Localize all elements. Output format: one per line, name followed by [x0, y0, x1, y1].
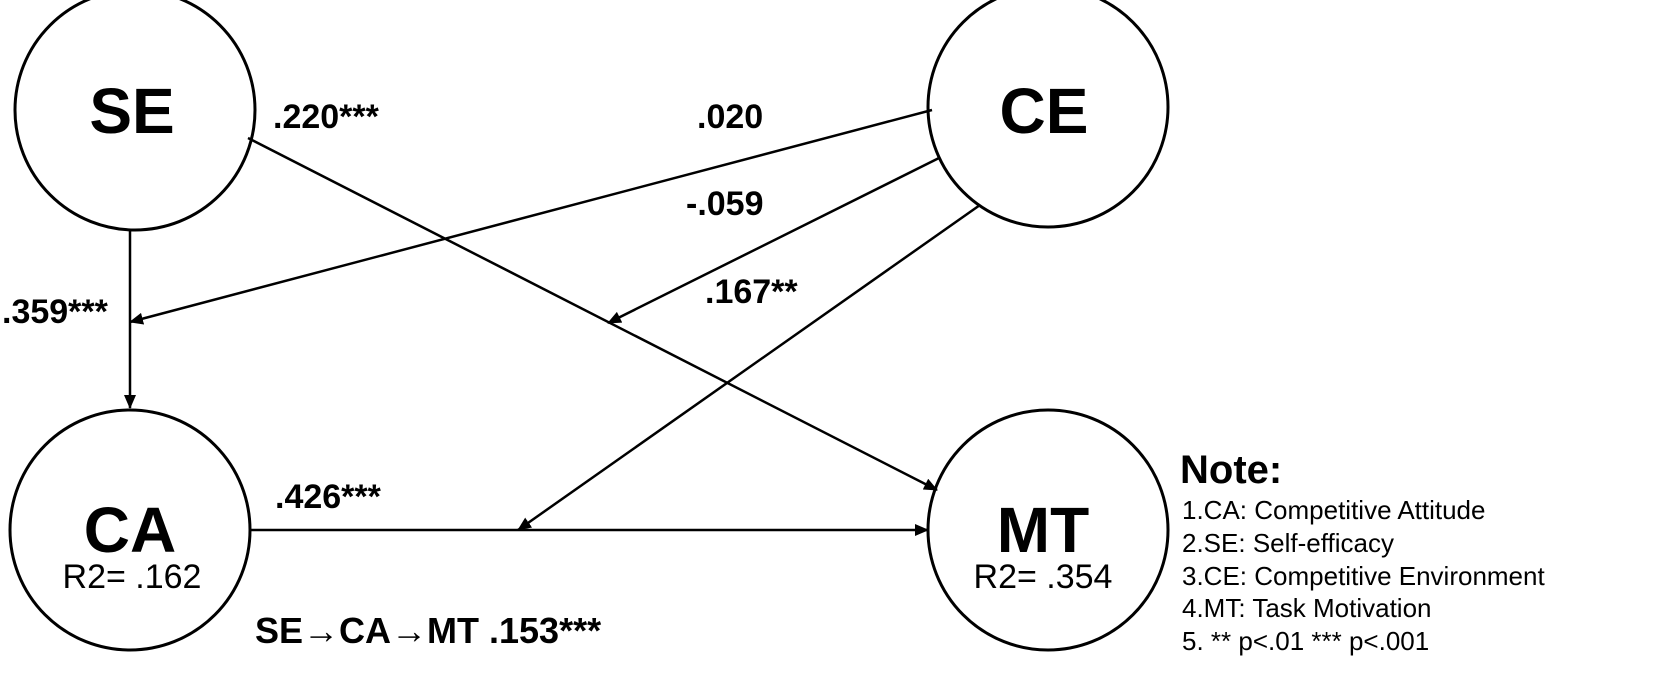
node-ce-circle: [926, 0, 1170, 229]
note-item-mt: 4.MT: Task Motivation: [1182, 593, 1432, 623]
node-se-label: SE: [89, 75, 174, 147]
coef-ce-se-mt: -.059: [686, 185, 764, 223]
node-ca-r2: R2= .162: [63, 558, 202, 596]
node-mt-r2: R2= .354: [974, 558, 1113, 596]
node-ca-label: CA: [84, 494, 176, 566]
arrow-ce-to-se-mt-path: [607, 156, 940, 325]
note-item-significance: 5. ** p<.01 *** p<.001: [1182, 626, 1429, 656]
arrow-ce-to-ca-path: [129, 108, 933, 325]
coef-ce-ca: .020: [697, 98, 763, 136]
arrow-ce-to-ca-mt-path: [517, 203, 981, 532]
note-title: Note:: [1180, 448, 1282, 492]
node-ce-label: CE: [1000, 75, 1089, 147]
coef-ce-ca-mt: .167**: [705, 273, 798, 311]
note-item-ca: 1.CA: Competitive Attitude: [1182, 495, 1485, 525]
coef-ca-mt: .426***: [275, 478, 382, 516]
note-item-ce: 3.CE: Competitive Environment: [1182, 561, 1545, 591]
coef-se-mt: .220***: [273, 98, 380, 136]
node-mt-label: MT: [997, 494, 1089, 566]
node-se-circle: [13, 0, 257, 232]
arrow-se-to-mt: [247, 136, 938, 492]
note-item-se: 2.SE: Self-efficacy: [1182, 528, 1394, 558]
coef-se-ca: .359***: [2, 293, 109, 331]
indirect-effect-label: SE→CA→MT .153***: [255, 610, 601, 651]
